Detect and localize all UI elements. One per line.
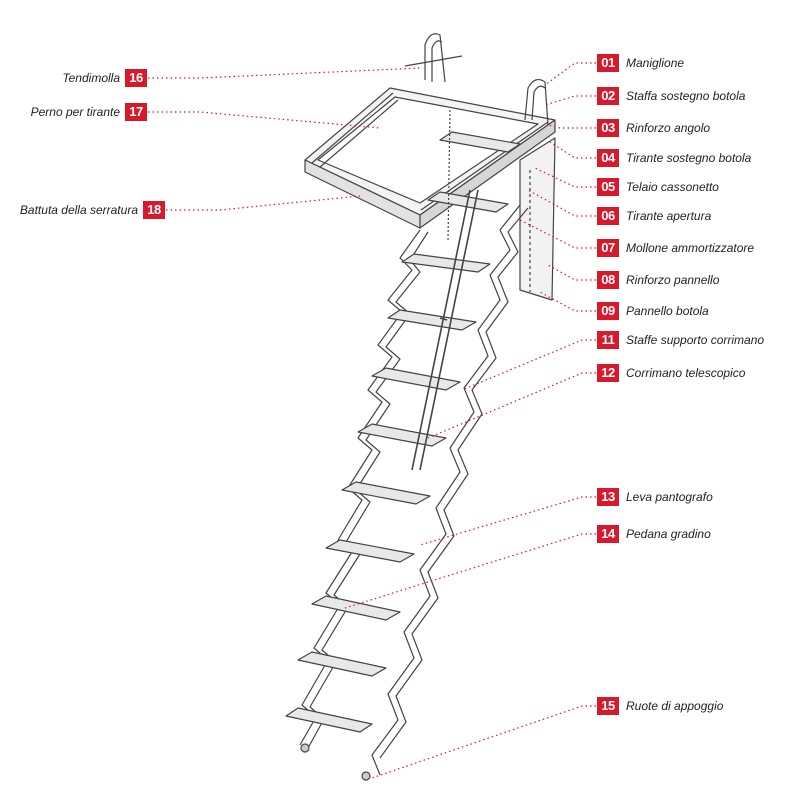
right-pantograph [371, 204, 521, 776]
trapdoor-panel [519, 137, 556, 301]
callout-label-11: Staffe supporto corrimano [626, 333, 765, 347]
leader-line-03 [547, 124, 596, 129]
leader-line-11 [461, 339, 596, 391]
shock-spring [447, 109, 451, 241]
callout-badge-18: 18 [143, 201, 165, 219]
leader-line-05 [534, 167, 596, 188]
callout-badge-14: 14 [597, 525, 619, 543]
callout-label-02: Staffa sostegno botola [626, 89, 746, 103]
callout-label-08: Rinforzo pannello [626, 273, 720, 287]
callout-label-16: Tendimolla [62, 71, 120, 85]
callout-badge-04: 04 [597, 149, 619, 167]
callout-label-01: Maniglione [626, 56, 685, 70]
callout-badge-16: 16 [125, 69, 147, 87]
callout-label-06: Tirante apertura [626, 209, 712, 223]
leader-line-15 [371, 705, 596, 779]
telescopic-handrail [411, 189, 479, 471]
callout-label-12: Corrimano telescopico [626, 366, 746, 380]
leader-lines [148, 62, 596, 779]
callout-label-18: Battuta della serratura [19, 203, 138, 217]
callout-label-04: Tirante sostegno botola [626, 151, 752, 165]
callout-badge-09: 09 [597, 302, 619, 320]
leader-line-08 [547, 264, 596, 281]
leader-line-01 [544, 62, 596, 86]
leader-line-04 [549, 141, 596, 159]
callout-badge-05: 05 [597, 178, 619, 196]
handle-bars [404, 33, 549, 126]
leader-line-17 [148, 111, 381, 129]
callout-label-14: Pedana gradino [626, 527, 711, 541]
callout-badge-06: 06 [597, 207, 619, 225]
callout-badge-01: 01 [597, 54, 619, 72]
callout-badge-17: 17 [125, 103, 147, 121]
callout-badge-13: 13 [597, 488, 619, 506]
callout-label-15: Ruote di appoggio [626, 699, 724, 713]
ladder-structure [285, 33, 556, 781]
callout-badge-15: 15 [597, 697, 619, 715]
leader-line-13 [419, 496, 596, 546]
support-wheel [300, 743, 310, 753]
step-treads [285, 131, 521, 733]
callout-label-13: Leva pantografo [626, 490, 713, 504]
trapdoor-frame [304, 87, 556, 229]
leader-line-12 [427, 372, 596, 439]
callout-badge-12: 12 [597, 364, 619, 382]
callout-label-05: Telaio cassonetto [626, 180, 719, 194]
callout-badge-08: 08 [597, 271, 619, 289]
leader-line-16 [148, 67, 421, 79]
callout-label-17: Perno per tirante [30, 105, 120, 119]
callout-badge-02: 02 [597, 87, 619, 105]
callout-badge-11: 11 [597, 331, 619, 349]
callout-label-07: Mollone ammortizzatore [626, 241, 755, 255]
leader-line-14 [344, 533, 596, 609]
callout-label-03: Rinforzo angolo [626, 121, 711, 135]
callout-label-09: Pannello botola [626, 304, 709, 318]
leader-line-18 [166, 195, 361, 211]
leader-line-02 [544, 95, 596, 106]
callout-badge-03: 03 [597, 119, 619, 137]
callout-badge-07: 07 [597, 239, 619, 257]
